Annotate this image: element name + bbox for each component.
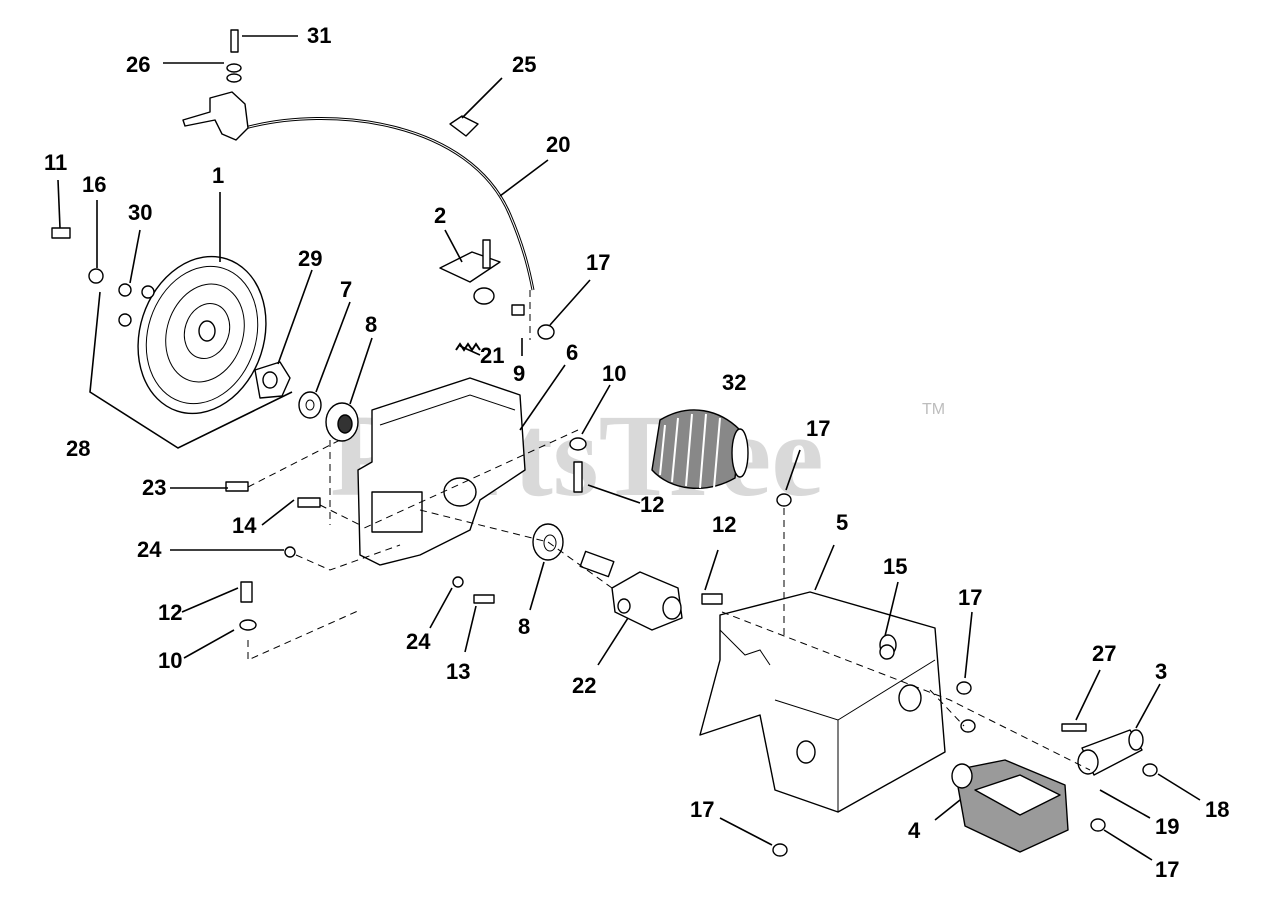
callout-32: 32 — [722, 370, 746, 395]
washer-part — [298, 391, 322, 419]
callout-17c: 17 — [958, 585, 982, 610]
callout-8a: 8 — [365, 312, 377, 337]
callout-23: 23 — [142, 475, 166, 500]
callout-13: 13 — [446, 659, 470, 684]
callout-17d: 17 — [690, 797, 714, 822]
callout-25: 25 — [512, 52, 536, 77]
callout-12c: 12 — [158, 600, 182, 625]
clip-part — [449, 115, 479, 137]
callout-2: 2 — [434, 203, 446, 228]
bracket-part — [439, 239, 525, 316]
callout-22: 22 — [572, 673, 596, 698]
callout-21: 21 — [480, 343, 504, 368]
callout-24a: 24 — [137, 537, 162, 562]
callout-27: 27 — [1092, 641, 1116, 666]
callout-19: 19 — [1155, 814, 1179, 839]
callout-17e: 17 — [1155, 857, 1179, 882]
callout-11: 11 — [44, 150, 67, 175]
coupler-part — [1077, 729, 1144, 776]
watermark-tm: TM — [922, 401, 945, 418]
bearing-lower-part — [532, 523, 564, 561]
control-lever-part — [182, 29, 249, 141]
callout-14: 14 — [232, 513, 257, 538]
callout-7: 7 — [340, 277, 352, 302]
spring-part — [455, 342, 481, 352]
callout-17a: 17 — [586, 250, 610, 275]
boot-part — [651, 409, 749, 489]
callout-16: 16 — [82, 172, 106, 197]
callout-20: 20 — [546, 132, 570, 157]
callout-labels: 31 26 25 20 11 16 1 30 2 29 7 17 8 21 6 … — [44, 23, 1229, 882]
motor-part — [951, 759, 1069, 853]
callout-29: 29 — [298, 246, 322, 271]
bearing-upper-part — [325, 402, 359, 442]
frame-part — [699, 591, 946, 813]
callout-12a: 12 — [640, 492, 664, 517]
callout-10a: 10 — [602, 361, 626, 386]
callout-12b: 12 — [712, 512, 736, 537]
callout-26: 26 — [126, 52, 150, 77]
callout-10b: 10 — [158, 648, 182, 673]
leader-lines — [57, 35, 1201, 861]
hardware-parts — [51, 227, 1158, 857]
pulley-part — [137, 255, 267, 415]
callout-31: 31 — [307, 23, 331, 48]
callout-30: 30 — [128, 200, 152, 225]
plate-part — [357, 377, 526, 566]
callout-28: 28 — [66, 436, 90, 461]
callout-15: 15 — [883, 554, 907, 579]
callout-9: 9 — [513, 361, 525, 386]
callout-8b: 8 — [518, 614, 530, 639]
callout-24b: 24 — [406, 629, 431, 654]
callout-5: 5 — [836, 510, 848, 535]
callout-17b: 17 — [806, 416, 830, 441]
callout-4: 4 — [908, 818, 921, 843]
callout-6: 6 — [566, 340, 578, 365]
bracket-28 — [89, 291, 293, 449]
callout-18: 18 — [1205, 797, 1229, 822]
callout-3: 3 — [1155, 659, 1167, 684]
bearing-housing-part — [254, 361, 291, 399]
alignment-lines — [247, 290, 1091, 771]
gearbox-part — [579, 550, 683, 631]
callout-1: 1 — [212, 163, 224, 188]
